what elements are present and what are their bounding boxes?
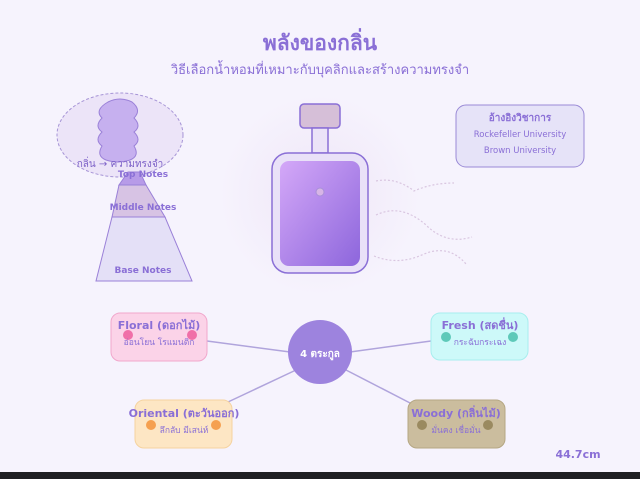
page-subtitle: วิธีเลือกน้ำหอมที่เหมาะกับบุคลิกและสร้าง…: [170, 60, 469, 78]
bottle-cap: [299, 103, 341, 129]
top-notes-label: Top Notes: [118, 170, 168, 180]
family-desc: มั่นคง เชื่อมั่น: [431, 424, 480, 436]
middle-notes-label: Middle Notes: [110, 203, 177, 213]
dot-icon: [483, 420, 493, 430]
dot-icon: [508, 332, 518, 342]
family-woody[interactable]: Woody (กลิ่นไม้) มั่นคง เชื่อมั่น: [407, 399, 506, 449]
family-oriental[interactable]: Oriental (ตะวันออก) ลึกลับ มีเสน่ห์: [129, 399, 240, 449]
dot-icon: [123, 330, 133, 340]
bottle-neck: [311, 127, 329, 154]
reference-box: [455, 104, 585, 168]
reference-item: Rockefeller University: [474, 130, 567, 140]
measure-label: 44.7cm: [555, 448, 600, 461]
memory-label: กลิ่น → ความทรงจำ: [77, 156, 164, 170]
center-node: [288, 320, 352, 384]
page-title: พลังของกลิ่น: [263, 27, 378, 55]
family-name: Woody (กลิ่นไม้): [411, 405, 501, 420]
brain-icon: [97, 98, 139, 163]
base-notes-label: Base Notes: [114, 266, 171, 276]
dot-icon: [211, 420, 221, 430]
family-fresh[interactable]: Fresh (สดชื่น) กระฉับกระเฉง: [430, 312, 529, 361]
dot-icon: [417, 420, 427, 430]
family-name: Fresh (สดชื่น): [442, 317, 519, 332]
center-label: 4 ตระกูล: [300, 349, 340, 361]
pyramid-base: [95, 216, 193, 282]
family-connectors: [206, 340, 432, 405]
family-name: Floral (ดอกไม้): [118, 318, 201, 332]
dot-icon: [441, 332, 451, 342]
bottom-bar: [0, 472, 640, 479]
family-name: Oriental (ตะวันออก): [129, 407, 240, 420]
family-desc: อ่อนโยน โรแมนติก: [124, 337, 195, 348]
bottle-liquid: [280, 161, 360, 266]
family-desc: กระฉับกระเฉง: [454, 338, 507, 348]
scent-waves: [373, 179, 473, 265]
bottle-dot: [315, 187, 325, 197]
dot-icon: [146, 420, 156, 430]
family-desc: ลึกลับ มีเสน่ห์: [160, 425, 209, 436]
dot-icon: [187, 330, 197, 340]
reference-title: อ้างอิงวิชาการ: [489, 112, 552, 124]
family-floral[interactable]: Floral (ดอกไม้) อ่อนโยน โรแมนติก: [110, 312, 208, 362]
reference-item: Brown University: [484, 146, 556, 156]
